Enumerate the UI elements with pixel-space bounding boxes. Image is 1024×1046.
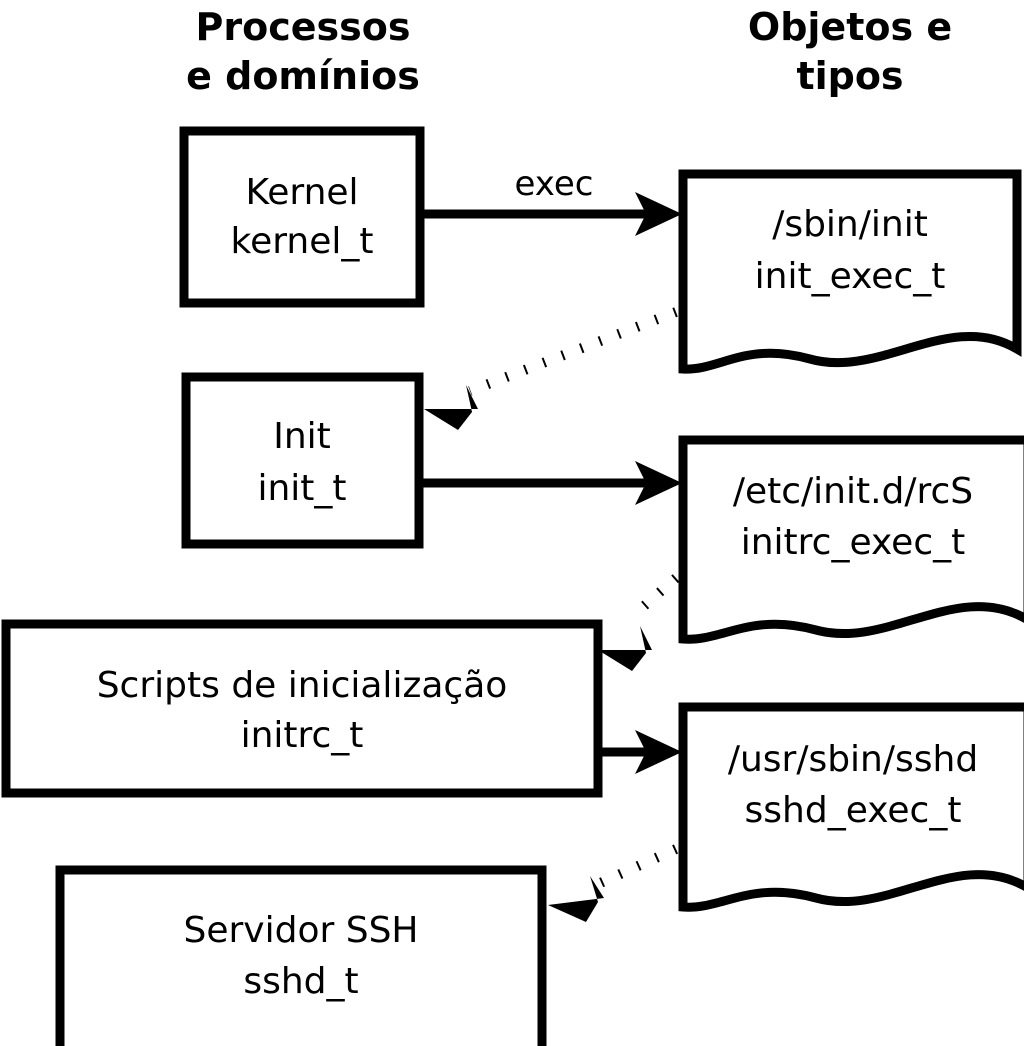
- process-node-sshd[interactable]: Servidor SSH sshd_t: [55, 865, 547, 1046]
- process-node-initrc[interactable]: Scripts de inicialização initrc_t: [1, 619, 603, 798]
- process-node-init-name: Init: [273, 416, 331, 457]
- edge-initrc-exec-sshd-exec: [598, 730, 682, 774]
- process-node-kernel-box[interactable]: [179, 126, 425, 308]
- arrow-head-icon: [598, 626, 652, 671]
- object-node-sshd-exec-type: sshd_exec_t: [745, 790, 962, 831]
- process-node-init-type: init_t: [257, 468, 346, 509]
- process-node-initrc-type: initrc_t: [241, 715, 364, 756]
- edge-line: [595, 844, 679, 889]
- arrow-head-icon: [635, 730, 682, 774]
- column-header-objects-line1: Objetos e: [748, 5, 952, 49]
- column-header-objects-line2: tipos: [796, 54, 903, 98]
- object-node-initrc-exec[interactable]: /etc/init.d/rcS initrc_exec_t: [678, 435, 1024, 644]
- process-node-initrc-box[interactable]: [1, 619, 603, 798]
- process-node-init-box[interactable]: [181, 372, 424, 549]
- edge-init-exec-initrc-exec: [419, 461, 682, 505]
- column-header-processes-line2: e domínios: [186, 54, 420, 98]
- object-node-sshd-exec[interactable]: /usr/sbin/sshd sshd_exec_t: [678, 702, 1024, 912]
- arrow-head-icon: [635, 461, 682, 505]
- arrow-head-icon: [635, 192, 682, 236]
- process-node-kernel-name: Kernel: [245, 172, 358, 213]
- process-node-initrc-name: Scripts de inicialização: [97, 665, 508, 706]
- object-node-init-exec-type: init_exec_t: [755, 256, 946, 297]
- object-node-init-exec-path: /sbin/init: [772, 204, 928, 245]
- arrow-head-icon: [424, 385, 478, 430]
- process-node-sshd-box[interactable]: [55, 865, 547, 1046]
- object-node-initrc-exec-type: initrc_exec_t: [741, 522, 966, 563]
- object-node-init-exec-document-icon[interactable]: [678, 169, 1022, 374]
- column-header-processes: Processos e domínios: [186, 5, 420, 98]
- object-node-sshd-exec-document-icon[interactable]: [678, 702, 1024, 912]
- process-node-kernel-type: kernel_t: [231, 221, 374, 262]
- process-node-sshd-type: sshd_t: [243, 961, 358, 1002]
- edge-initrc-exec-transition-initrc: [598, 574, 680, 671]
- edge-line: [468, 307, 678, 396]
- process-node-init[interactable]: Init init_t: [181, 372, 424, 549]
- process-node-sshd-name: Servidor SSH: [183, 910, 418, 951]
- object-node-initrc-exec-document-icon[interactable]: [678, 435, 1024, 644]
- column-header-objects: Objetos e tipos: [748, 5, 952, 98]
- arrow-head-icon: [548, 876, 604, 922]
- edge-sshd-exec-transition-sshd: [548, 844, 679, 922]
- edge-label-exec: exec: [514, 164, 593, 204]
- edge-init-exec-transition-init: [424, 307, 678, 430]
- object-node-init-exec[interactable]: /sbin/init init_exec_t: [678, 169, 1022, 374]
- edge-line: [632, 574, 680, 617]
- column-header-processes-line1: Processos: [196, 5, 411, 49]
- object-node-sshd-exec-path: /usr/sbin/sshd: [728, 739, 978, 780]
- object-node-initrc-exec-path: /etc/init.d/rcS: [733, 471, 973, 512]
- process-node-kernel[interactable]: Kernel kernel_t: [179, 126, 425, 308]
- edge-kernel-exec-init-exec: exec: [420, 164, 682, 236]
